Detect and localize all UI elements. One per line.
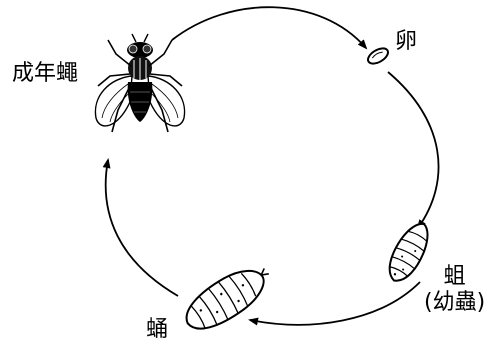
label-pupa: 蛹 — [146, 318, 168, 342]
arrow-adult-to-egg — [172, 7, 366, 48]
label-adult-fly: 成年蠅 — [12, 62, 78, 86]
arrow-egg-to-larva — [388, 72, 439, 228]
label-egg: 卵 — [395, 30, 417, 54]
egg-icon — [365, 45, 390, 66]
label-larva-main: 蛆 — [424, 264, 485, 290]
fly-icon — [95, 34, 184, 132]
label-larva-sub: (幼蟲) — [424, 290, 485, 316]
label-larva: 蛆 (幼蟲) — [424, 264, 485, 316]
pupa-icon — [178, 257, 279, 340]
arrow-larva-to-pupa — [250, 282, 420, 325]
arrow-pupa-to-adult — [106, 160, 178, 296]
